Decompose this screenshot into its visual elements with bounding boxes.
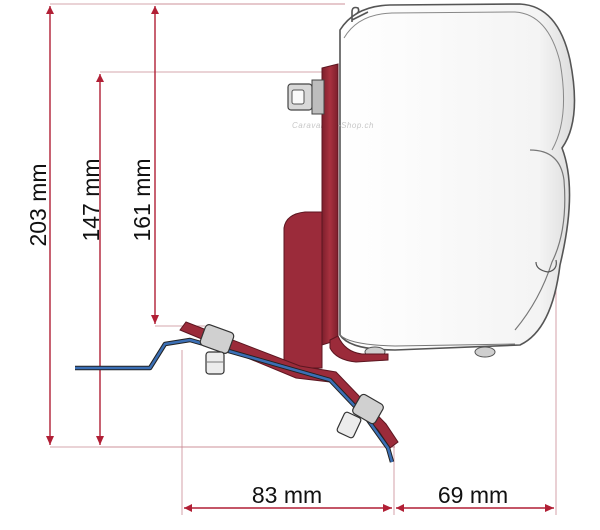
dimension-label-83: 83 mm [252,482,322,508]
dimension-147: 147 mm [78,74,104,445]
dimension-label-203: 203 mm [25,163,51,246]
bolt-upper [199,324,235,375]
dimension-69: 69 mm [396,482,554,512]
dimension-guides [50,3,557,515]
dimension-label-161: 161 mm [129,158,155,241]
bolt-lower [336,393,384,439]
dimension-label-69: 69 mm [438,482,508,508]
dimension-203: 203 mm [25,6,54,445]
vehicle-rail [75,337,395,463]
awning-case [339,3,576,358]
dimension-label-147: 147 mm [78,158,104,241]
adapter-bracket [179,63,399,449]
dimension-161: 161 mm [129,6,159,324]
dimension-83: 83 mm [184,482,392,512]
